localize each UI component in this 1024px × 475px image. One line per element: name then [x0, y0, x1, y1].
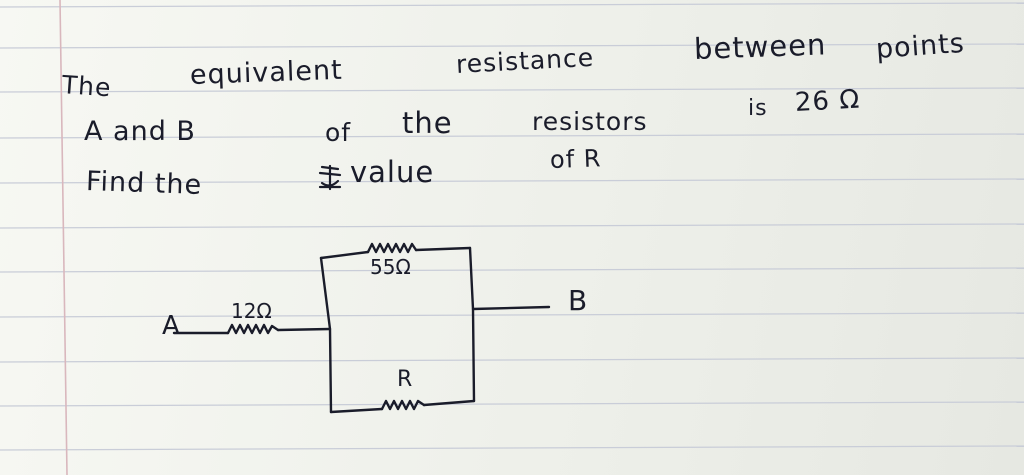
wire-b-lead [471, 305, 551, 311]
word-resistors: resistors [532, 107, 648, 136]
bottom-resistor-zigzag [380, 399, 426, 411]
terminal-a-label: A [162, 311, 180, 341]
wire-to-left-node [276, 327, 332, 332]
wire-bottom-branch-left [329, 407, 384, 414]
wire-top-branch-right [414, 246, 472, 252]
series-resistor-zigzag [226, 323, 280, 335]
crossed-out-scribble [316, 163, 344, 191]
word-value: value [350, 155, 435, 189]
word-the-2: the [402, 106, 453, 140]
word-is: is [748, 96, 768, 121]
wire-left-rail [319, 256, 333, 414]
wire-top-branch-left [319, 250, 370, 260]
wire-bottom-branch-right [422, 399, 476, 407]
series-resistor-label: 12Ω [231, 299, 272, 323]
top-resistor-label: 55Ω [370, 255, 411, 279]
word-of: of [325, 118, 352, 147]
wire-right-rail [468, 246, 476, 403]
bottom-resistor-label: R [397, 367, 412, 392]
terminal-b-label: B [568, 284, 587, 317]
words-a-and-b: A and B [84, 116, 196, 147]
top-resistor-zigzag [366, 242, 418, 254]
